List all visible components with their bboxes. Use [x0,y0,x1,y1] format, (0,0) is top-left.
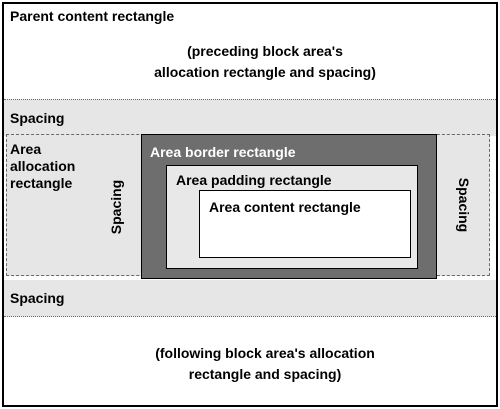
following-text-line2: rectangle and spacing) [188,366,342,382]
preceding-text-line1: (preceding block area's [187,43,343,59]
spacing-label-right: Spacing [456,177,472,233]
area-content-rectangle [199,190,411,258]
spacing-label-left: Spacing [108,179,124,235]
area-allocation-label: Area allocation rectangle [10,141,75,192]
area-content-label: Area content rectangle [209,199,361,215]
spacing-label-bottom: Spacing [10,290,65,306]
area-allocation-line3: rectangle [10,175,73,191]
preceding-block-text: (preceding block area's allocation recta… [70,42,460,81]
area-padding-label: Area padding rectangle [176,172,332,188]
area-allocation-line1: Area [10,141,42,157]
area-border-label: Area border rectangle [150,144,296,160]
spacing-band-bottom [4,280,496,317]
preceding-text-line2: allocation rectangle and spacing) [154,64,376,80]
parent-content-label: Parent content rectangle [10,8,175,24]
spacing-band-top [4,99,496,136]
spacing-label-top: Spacing [10,110,65,126]
following-text-line1: (following block area's allocation [155,345,375,361]
following-block-text: (following block area's allocation recta… [70,344,460,383]
area-allocation-line2: allocation [10,158,76,174]
